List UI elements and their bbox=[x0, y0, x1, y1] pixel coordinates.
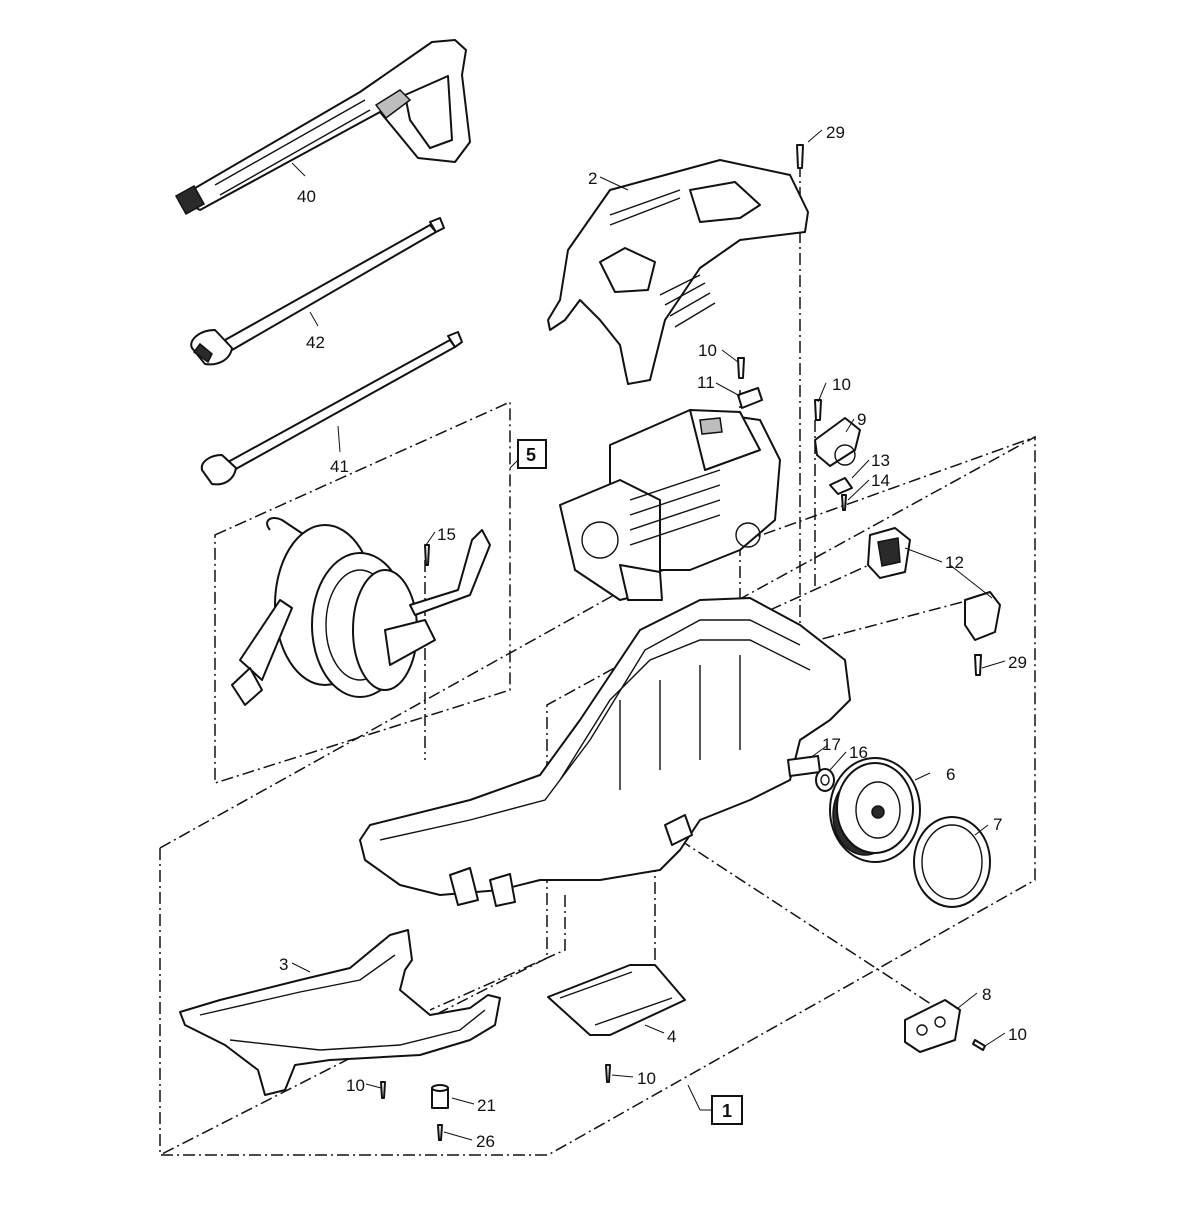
callout-42: 42 bbox=[306, 333, 325, 352]
washer-16-part[interactable] bbox=[815, 768, 835, 792]
callout-10-b: 10 bbox=[832, 375, 851, 394]
hubcap-7-part[interactable] bbox=[913, 816, 991, 908]
callout-9: 9 bbox=[857, 410, 866, 429]
chassis-housing-part[interactable] bbox=[359, 597, 851, 907]
screw-10-b[interactable] bbox=[814, 399, 822, 421]
callout-7: 7 bbox=[993, 815, 1002, 834]
callout-15: 15 bbox=[437, 525, 456, 544]
callout-12: 12 bbox=[945, 553, 964, 572]
callout-26: 26 bbox=[476, 1132, 495, 1151]
callout-labels: 29 2 40 42 41 10 11 10 9 13 14 15 12 29 … bbox=[279, 123, 1027, 1151]
screw-10-e[interactable] bbox=[380, 1081, 386, 1099]
callout-10-e: 10 bbox=[346, 1076, 365, 1095]
callout-41: 41 bbox=[330, 457, 349, 476]
hose-reel-part[interactable] bbox=[231, 517, 491, 706]
axle-17-part[interactable] bbox=[787, 755, 821, 777]
callout-10-d: 10 bbox=[637, 1069, 656, 1088]
screw-10-a[interactable] bbox=[737, 357, 745, 379]
callout-16: 16 bbox=[849, 743, 868, 762]
top-cover-part[interactable] bbox=[547, 159, 809, 385]
screw-10-c[interactable] bbox=[972, 1039, 986, 1051]
screw-26-part[interactable] bbox=[437, 1124, 443, 1141]
motor-pump-unit[interactable] bbox=[559, 409, 781, 601]
foot-21-part[interactable] bbox=[431, 1084, 449, 1109]
callout-17: 17 bbox=[822, 735, 841, 754]
screw-14-part[interactable] bbox=[841, 494, 847, 511]
callout-10-c: 10 bbox=[1008, 1025, 1027, 1044]
assembly-box-5: 5 bbox=[517, 439, 547, 469]
callout-2: 2 bbox=[588, 169, 597, 188]
callout-29-top: 29 bbox=[826, 123, 845, 142]
bracket-11-part[interactable] bbox=[737, 387, 763, 409]
callout-40: 40 bbox=[297, 187, 316, 206]
callout-8: 8 bbox=[982, 985, 991, 1004]
assembly-number-1: 1 bbox=[722, 1101, 732, 1121]
lance-part[interactable] bbox=[200, 331, 463, 486]
screw-29-a[interactable] bbox=[796, 144, 804, 169]
leader-lines bbox=[291, 129, 1006, 1141]
screw-29-b[interactable] bbox=[974, 654, 982, 676]
callout-13: 13 bbox=[871, 451, 890, 470]
callout-3: 3 bbox=[279, 955, 288, 974]
callout-14: 14 bbox=[871, 471, 890, 490]
handle-cap-12-a[interactable] bbox=[867, 527, 911, 579]
plate-8-part[interactable] bbox=[904, 999, 961, 1053]
base-frame-3-part[interactable] bbox=[179, 929, 501, 1096]
callout-10-a: 10 bbox=[698, 341, 717, 360]
callout-21: 21 bbox=[477, 1096, 496, 1115]
wheel-6-part[interactable] bbox=[829, 757, 921, 863]
lance-nozzle-part[interactable] bbox=[190, 217, 445, 366]
spray-gun-part[interactable] bbox=[174, 39, 471, 216]
cover-plate-4-part[interactable] bbox=[547, 964, 686, 1036]
callout-6: 6 bbox=[946, 765, 955, 784]
callout-11: 11 bbox=[697, 373, 715, 392]
callout-4: 4 bbox=[667, 1027, 676, 1046]
assembly-box-1: 1 bbox=[711, 1095, 743, 1125]
assembly-boundary-5 bbox=[214, 400, 511, 785]
handle-cap-12-b[interactable] bbox=[964, 591, 1001, 641]
assembly-number-5: 5 bbox=[526, 445, 536, 465]
clip-13-part[interactable] bbox=[829, 477, 853, 495]
callout-29-right: 29 bbox=[1008, 653, 1027, 672]
screw-10-d[interactable] bbox=[605, 1064, 611, 1083]
holder-9-part[interactable] bbox=[814, 417, 861, 467]
